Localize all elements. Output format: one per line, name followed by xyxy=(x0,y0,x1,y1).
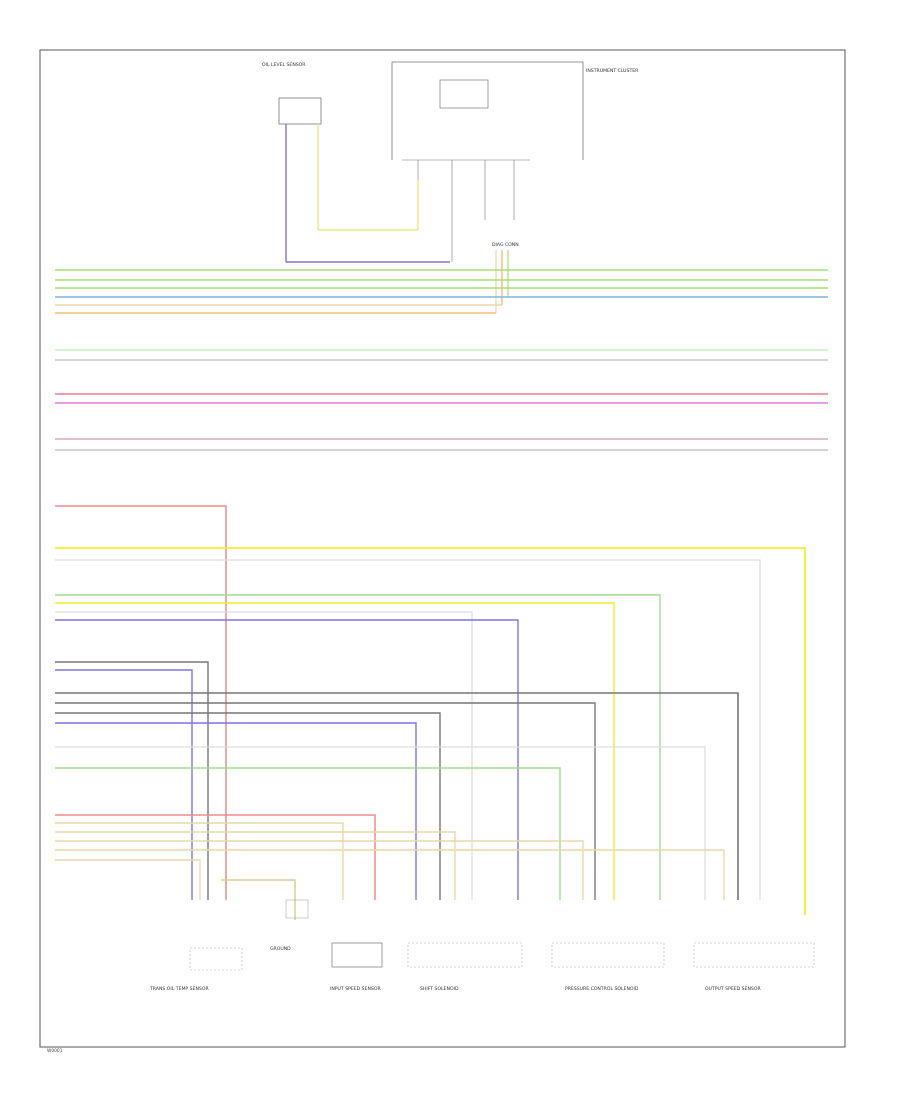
component-c3: SHIFT SOLENOID xyxy=(407,942,523,992)
c1-label: TRANS OIL TEMP SENSOR xyxy=(149,986,209,992)
diagram-frame xyxy=(39,49,846,1048)
c6-label: GROUND xyxy=(270,946,291,952)
bus-lines xyxy=(55,269,828,451)
lower-routing xyxy=(55,505,806,920)
diagram-code: W0001 xyxy=(47,1048,63,1054)
component-c4: PRESSURE CONTROL SOLENOID xyxy=(551,942,665,992)
connector-label: DIAG CONN xyxy=(492,242,519,248)
component-c2: INPUT SPEED SENSOR xyxy=(330,942,383,992)
instrument-cluster-label: INSTRUMENT CLUSTER xyxy=(586,68,639,74)
component-c1: TRANS OIL TEMP SENSOR xyxy=(149,947,243,992)
top-left-sensor: OIL LEVEL SENSOR xyxy=(262,62,450,263)
c4-label: PRESSURE CONTROL SOLENOID xyxy=(565,986,639,992)
component-c6: GROUND xyxy=(270,899,309,952)
instrument-cluster: INSTRUMENT CLUSTER DIAG CONN xyxy=(391,61,639,313)
component-c5: OUTPUT SPEED SENSOR xyxy=(693,942,815,992)
c2-label: INPUT SPEED SENSOR xyxy=(330,986,381,992)
top-left-sensor-label: OIL LEVEL SENSOR xyxy=(262,62,306,68)
c5-label: OUTPUT SPEED SENSOR xyxy=(705,986,761,992)
c3-label: SHIFT SOLENOID xyxy=(420,986,459,992)
